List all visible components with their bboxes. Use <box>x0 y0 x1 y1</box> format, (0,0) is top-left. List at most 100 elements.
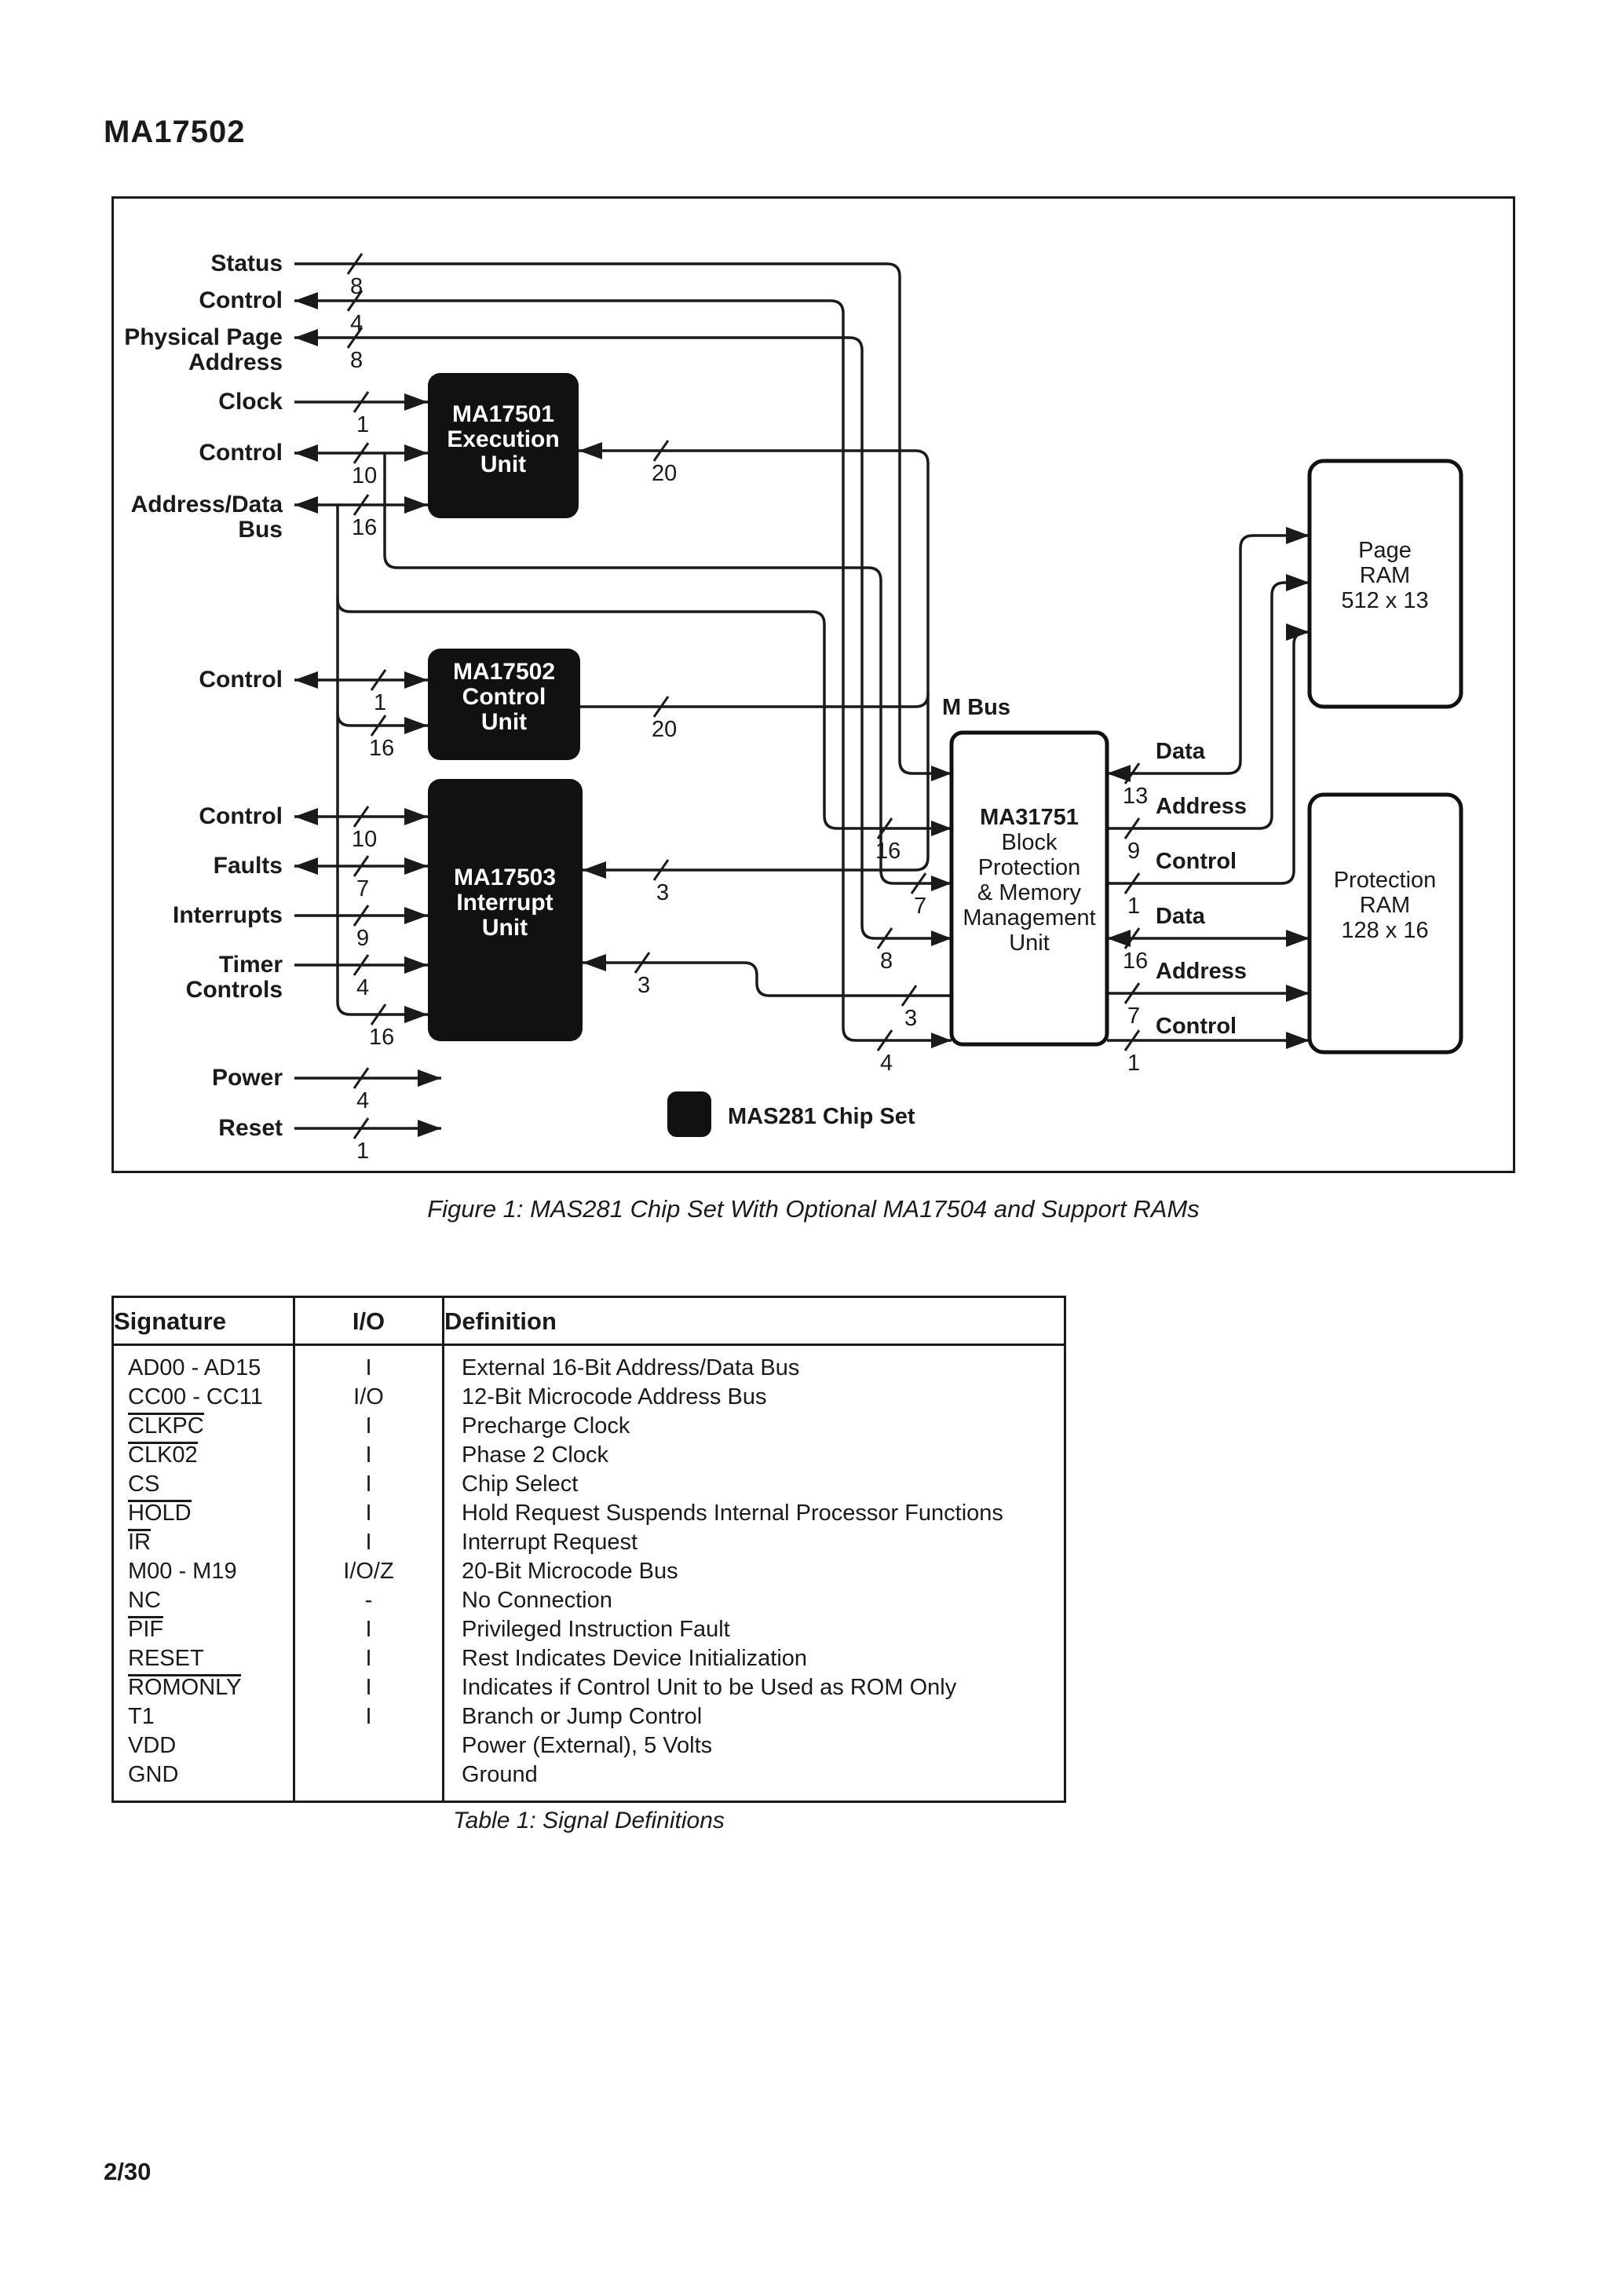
width-control-eu: 10 <box>352 463 377 488</box>
width-link3-iu: 3 <box>637 973 650 998</box>
page-ram-line3: 512 x 13 <box>1341 588 1428 613</box>
io-value: I <box>365 1355 372 1380</box>
ma17502-line3: Unit <box>481 709 527 735</box>
table-row: PIF <box>128 1615 293 1644</box>
table-row: T1 <box>128 1702 293 1731</box>
definition-text: 20-Bit Microcode Bus <box>462 1559 678 1584</box>
width-control-top: 4 <box>350 311 363 336</box>
width-mbus-iu3: 3 <box>656 880 669 905</box>
ma17501-line3: Unit <box>480 452 526 477</box>
ma17503-line2: Interrupt <box>456 890 553 916</box>
ram-bus-width-16: 16 <box>1123 949 1148 974</box>
table-row: ROMONLY <box>128 1673 293 1702</box>
width-timer: 4 <box>356 975 369 1000</box>
legend-swatch <box>667 1091 711 1137</box>
width-mbus-cu: 20 <box>652 717 677 742</box>
page-ram-line2: RAM <box>1360 563 1410 588</box>
width-faults: 7 <box>356 876 369 901</box>
signal-control-eu: Control <box>199 440 283 466</box>
legend-label: MAS281 Chip Set <box>728 1104 915 1129</box>
figure-frame <box>111 196 1515 1173</box>
width-control-iu: 10 <box>352 827 377 852</box>
block-ma17503 <box>428 779 583 1041</box>
io-value: I <box>365 1675 372 1700</box>
ram-bus-label-ctrl1a: Control <box>1156 849 1237 874</box>
definition-text: Precharge Clock <box>462 1413 630 1439</box>
width-bus16-iu: 16 <box>369 1025 394 1050</box>
signal-timer-2: Controls <box>186 977 283 1003</box>
ma31751-name: MA31751 <box>980 805 1079 830</box>
definition-text: Interrupt Request <box>462 1530 638 1555</box>
signal-control-cu: Control <box>199 667 283 693</box>
table-body: AD00 - AD15 CC00 - CC11 CLKPC CLK02 CS H… <box>114 1346 1064 1801</box>
block-ma17502 <box>428 649 580 760</box>
width-mbus-eu: 20 <box>652 461 677 486</box>
ram-bus-width-13: 13 <box>1123 784 1148 809</box>
table-row: CS <box>128 1470 293 1499</box>
definition-text: Hold Request Suspends Internal Processor… <box>462 1501 1003 1526</box>
io-value: I <box>365 1501 372 1526</box>
ma17501-name: MA17501 <box>452 401 554 427</box>
io-value: - <box>364 1588 373 1613</box>
table-row: AD00 - AD15 <box>128 1354 293 1383</box>
definition-text: Chip Select <box>462 1472 579 1497</box>
ram-bus-label-addr7: Address <box>1156 959 1247 984</box>
signal-name: CLK02 <box>128 1442 198 1468</box>
ma17503-name: MA17503 <box>454 865 556 890</box>
io-value <box>295 1760 442 1790</box>
block-diagram-figure: MA17501 Execution Unit MA17502 Control U… <box>111 196 1515 1173</box>
definition-text: Privileged Instruction Fault <box>462 1617 730 1642</box>
signal-name: RESET <box>128 1646 204 1671</box>
signal-control-iu: Control <box>199 803 283 829</box>
width-interrupts: 9 <box>356 926 369 951</box>
ma31751-line3: Protection <box>978 855 1081 880</box>
page-title: MA17502 <box>104 115 246 149</box>
prot-ram-line1: Protection <box>1334 868 1437 893</box>
io-value: I <box>365 1617 372 1642</box>
ram-bus-label-data13: Data <box>1156 739 1206 764</box>
io-value: I <box>365 1646 372 1671</box>
signal-name: CLKPC <box>128 1413 204 1439</box>
bus-slash-marks <box>346 253 1141 1139</box>
signal-name: VDD <box>128 1733 177 1758</box>
header-definition: Definition <box>442 1298 1064 1344</box>
block-page-ram <box>1307 459 1463 709</box>
definition-text: No Connection <box>462 1588 612 1613</box>
ram-bus-width-7: 7 <box>1127 1004 1140 1029</box>
signal-faults: Faults <box>214 853 283 879</box>
signal-name: T1 <box>128 1704 155 1729</box>
signal-name: GND <box>128 1762 179 1787</box>
page-number: 2/30 <box>104 2158 152 2185</box>
definition-text: Indicates if Control Unit to be Used as … <box>462 1675 957 1700</box>
signal-clock: Clock <box>218 389 283 415</box>
width-reset: 1 <box>356 1139 369 1164</box>
signal-addr-data-1: Address/Data <box>131 492 283 517</box>
ram-bus-width-1b: 1 <box>1127 1051 1140 1076</box>
ram-bus-label-data16: Data <box>1156 904 1206 929</box>
prot-ram-line2: RAM <box>1360 893 1410 918</box>
table-header-row: Signature I/O Definition <box>114 1298 1064 1346</box>
table-row: CLKPC <box>128 1412 293 1441</box>
table-row: HOLD <box>128 1499 293 1528</box>
definition-text: Phase 2 Clock <box>462 1442 608 1468</box>
io-value: I <box>365 1413 372 1439</box>
width-addr-data: 16 <box>352 515 377 540</box>
definition-text: Branch or Jump Control <box>462 1704 703 1729</box>
table-row: CC00 - CC11 <box>128 1383 293 1412</box>
table-row: RESET <box>128 1644 293 1673</box>
ram-bus-width-9: 9 <box>1127 839 1140 864</box>
figure-caption: Figure 1: MAS281 Chip Set With Optional … <box>427 1195 1200 1223</box>
ma17502-line2: Control <box>462 684 546 710</box>
block-diagram-svg: MA17501 Execution Unit MA17502 Control U… <box>111 196 1515 1173</box>
block-ma17501 <box>428 373 579 518</box>
definition-text: External 16-Bit Address/Data Bus <box>462 1355 800 1380</box>
ram-bus-label-ctrl1b: Control <box>1156 1014 1237 1039</box>
prot-ram-line3: 128 x 16 <box>1341 918 1428 943</box>
table-row: NC <box>128 1586 293 1615</box>
table-caption: Table 1: Signal Definitions <box>453 1808 725 1834</box>
signal-name: M00 - M19 <box>128 1559 237 1584</box>
signal-addr-data-2: Bus <box>238 517 283 543</box>
signal-name: NC <box>128 1588 161 1613</box>
width-control-cu: 1 <box>374 690 386 715</box>
